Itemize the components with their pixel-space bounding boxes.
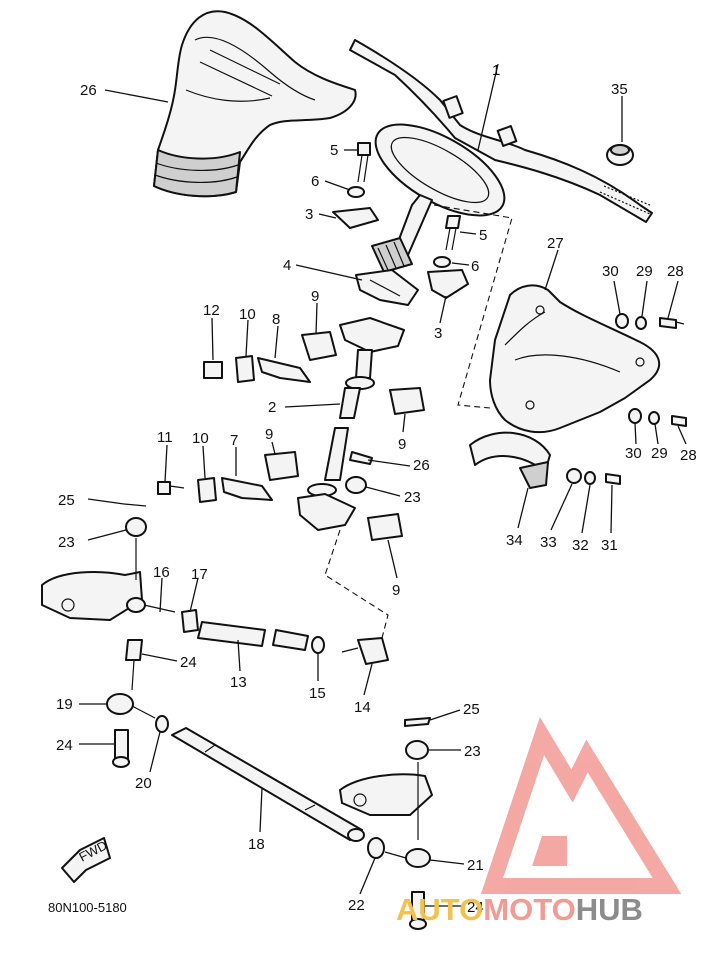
- right-knuckle-arm: [339, 717, 433, 930]
- support-bracket-27: [489, 284, 661, 434]
- callout: 29: [651, 445, 668, 462]
- callout: 3: [305, 206, 313, 223]
- callout: 6: [311, 173, 319, 190]
- callout: 16: [153, 564, 170, 581]
- callout: 18: [248, 836, 265, 853]
- callout: 3: [434, 325, 442, 342]
- callout: 9: [311, 288, 319, 305]
- clamp-34: [469, 431, 551, 489]
- brand-logo-mark: [480, 716, 682, 894]
- callout: 27: [547, 235, 564, 252]
- callout: 34: [506, 532, 523, 549]
- callout: 28: [680, 447, 697, 464]
- callout: 33: [540, 534, 557, 551]
- callout: 4: [283, 257, 291, 274]
- callout: 7: [230, 432, 238, 449]
- callout: 23: [404, 489, 421, 506]
- callout: 11: [157, 429, 173, 446]
- callout-labels: 1 35 26 5 6 3 5 6 4 3 27 30 29 28 12 10 …: [56, 62, 697, 916]
- callout: 21: [467, 857, 484, 874]
- callout: 29: [636, 263, 653, 280]
- callout: 6: [471, 258, 479, 275]
- callout: 32: [572, 537, 589, 554]
- callout: 23: [58, 534, 75, 551]
- leader-lines: [79, 63, 687, 907]
- callout: 9: [392, 582, 400, 599]
- fwd-arrow-badge: FWD: [61, 837, 111, 883]
- callout: 12: [203, 302, 220, 319]
- callout: 17: [191, 566, 208, 583]
- callout: 30: [602, 263, 619, 280]
- callout: 10: [192, 430, 209, 447]
- callout: 8: [272, 311, 280, 328]
- callout: 14: [354, 699, 371, 716]
- callout: 26: [413, 457, 430, 474]
- lower-small-parts: [157, 355, 373, 503]
- automotohub-watermark: AUTOMOTOHUB: [396, 716, 682, 927]
- steering-cover-part: [153, 10, 357, 198]
- callout: 9: [265, 426, 273, 443]
- callout: 24: [56, 737, 73, 754]
- tie-rod-sleeve-13: [197, 529, 389, 665]
- right-fasteners: [566, 313, 687, 485]
- callout: 31: [601, 537, 618, 554]
- callout: 22: [348, 897, 365, 914]
- callout: 5: [479, 227, 487, 244]
- callout: 24: [467, 899, 484, 916]
- callout: 5: [330, 142, 338, 159]
- callout: 20: [135, 775, 152, 792]
- nut-35-part: [606, 144, 634, 166]
- callout: 24: [180, 654, 197, 671]
- callout: 9: [398, 436, 406, 453]
- callout: 25: [58, 492, 75, 509]
- callout: 10: [239, 306, 256, 323]
- callout: 28: [667, 263, 684, 280]
- callout: 30: [625, 445, 642, 462]
- callout: 1: [492, 62, 500, 79]
- steering-column-2: [297, 317, 405, 531]
- tie-rod-18: [171, 727, 365, 842]
- callout: 35: [611, 81, 628, 98]
- callout: 25: [463, 701, 480, 718]
- callout: 19: [56, 696, 73, 713]
- callout: 2: [268, 399, 276, 416]
- callout: 23: [464, 743, 481, 760]
- bushings-9: [264, 331, 425, 541]
- callout: 13: [230, 674, 247, 691]
- callout: 15: [309, 685, 326, 702]
- steering-wheel-part: [349, 39, 653, 273]
- ball-joint-19: [106, 693, 169, 768]
- brand-wordmark: AUTOMOTOHUB: [396, 892, 643, 927]
- callout: 26: [80, 82, 97, 99]
- diagram-code: 80N100-5180: [48, 900, 127, 915]
- left-pitman-arm: [41, 503, 199, 691]
- upper-fasteners: [332, 142, 469, 306]
